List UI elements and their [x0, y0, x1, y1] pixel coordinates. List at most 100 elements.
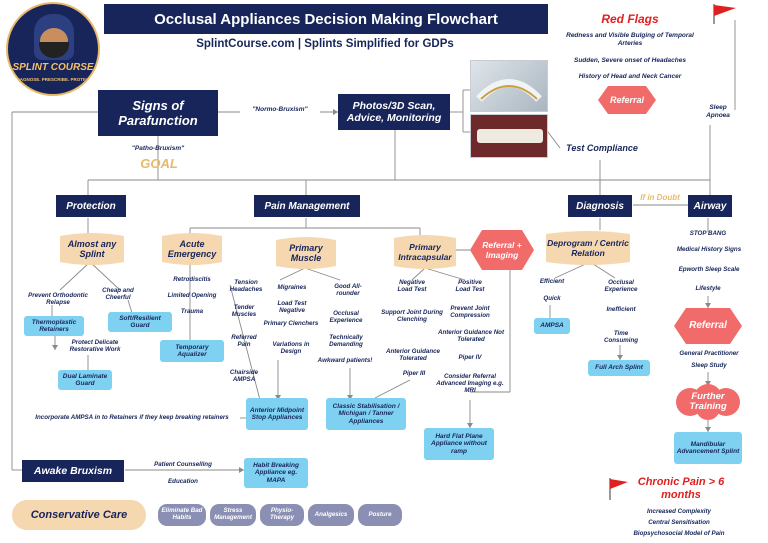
banner-shape [276, 237, 336, 269]
patho-bruxism-label: "Patho-Bruxism" [131, 145, 185, 152]
consider-referral-text: Consider Referral Advanced Imaging e.g. … [436, 373, 504, 395]
red-flag-item: Sudden, Severe onset of Headaches [574, 57, 686, 64]
variations-design-text: Variations in Design [272, 341, 310, 356]
red-flag-icon [712, 4, 740, 24]
almost-any-label: Almost any Splint [67, 239, 117, 259]
cheap-cheerful-text: Cheap and Cheerful [102, 287, 134, 302]
inefficient-text: Inefficient [606, 306, 636, 313]
negative-load-test-text: Negative Load Test [397, 279, 427, 294]
conservative-item-analgesics[interactable]: Analgesics [308, 504, 354, 526]
acute-label: Acute Emergency [167, 239, 217, 259]
deprogram-label: Deprogram / Centric Relation [547, 238, 629, 258]
referral-hexagon-shape [470, 230, 534, 270]
stop-bang-text: STOP BANG [689, 230, 727, 237]
conservative-item-physio[interactable]: Physio-Therapy [260, 504, 304, 526]
photos-scan-box[interactable]: Photos/3D Scan, Advice, Monitoring [338, 94, 450, 130]
prevent-compression-text: Prevent Joint Compression [450, 305, 490, 320]
anterior-guidance-not-tolerated-text: Anterior Guidance Not Tolerated [438, 329, 505, 344]
medical-history-text: Medical History Signs [676, 246, 742, 253]
diagnosis-box[interactable]: Diagnosis [568, 195, 632, 217]
goal-label: GOAL [140, 156, 178, 171]
teeth-image [470, 114, 548, 158]
migraines-text: Migraines [277, 284, 307, 291]
patient-counselling-text: Patient Counselling [154, 461, 212, 468]
chronic-pain-title: Chronic Pain > 6 months [637, 476, 725, 502]
if-in-doubt-label: If in Doubt [640, 193, 680, 202]
further-training-label: Further Training [689, 390, 727, 412]
red-flags-referral[interactable]: Referral [598, 86, 656, 114]
logo-text: SPLINT COURSE [12, 62, 94, 73]
protection-box[interactable]: Protection [56, 195, 126, 217]
anterior-midpoint-stop[interactable]: Anterior Midpoint Stop Appliances [246, 398, 308, 430]
thermoplastic-retainers[interactable]: Thermoplastic Retainers [24, 316, 84, 336]
further-training[interactable]: Further Training [672, 384, 744, 420]
conservative-item-posture[interactable]: Posture [358, 504, 402, 526]
pain-management-box[interactable]: Pain Management [254, 195, 360, 217]
support-joint-text: Support Joint During Clenching [381, 309, 443, 324]
dual-laminate-guard[interactable]: Dual Laminate Guard [58, 370, 112, 390]
primary-clenchers-text: Primary Clenchers [263, 320, 319, 327]
temporary-aqualizer[interactable]: Temporary Aqualizer [160, 340, 224, 362]
protect-delicate-text: Protect Delicate Restorative Work [69, 339, 121, 354]
red-flags-title: Red Flags [601, 12, 659, 26]
tension-headaches-text: Tension Headaches [229, 279, 263, 294]
good-allrounder-text: Good All-rounder [334, 283, 362, 298]
classic-stabilisation[interactable]: Classic Stabilisation / Michigan / Tanne… [326, 398, 406, 430]
conservative-item-eliminate[interactable]: Eliminate Bad Habits [158, 504, 206, 526]
page-subtitle: SplintCourse.com | Splints Simplified fo… [196, 38, 454, 50]
tender-muscles-text: Tender Muscles [231, 304, 257, 319]
load-test-negative-text: Load Test Negative [277, 300, 307, 315]
education-text: Education [168, 478, 198, 485]
full-arch-splint[interactable]: Full Arch Splint [588, 360, 650, 376]
splint-image [470, 60, 548, 112]
splint-course-logo: SPLINT COURSE DIAGNOSE. PRESCRIBE. PROTE… [6, 2, 100, 96]
ampsa-box[interactable]: AMPSA [534, 318, 570, 334]
technically-demanding-text: Technically Demanding [329, 334, 363, 349]
referral-label: Referral [609, 95, 645, 105]
primary-muscle[interactable]: Primary Muscle [276, 237, 336, 269]
airway-box[interactable]: Airway [688, 195, 732, 217]
referral-hexagon-shape [598, 86, 656, 114]
trauma-text: Trauma [180, 308, 204, 315]
soft-resilient-guard[interactable]: Soft/Resilient Guard [108, 312, 172, 332]
chairside-ampsa-text: Chairside AMPSA [229, 369, 259, 384]
red-flag-item: History of Head and Neck Cancer [578, 73, 682, 80]
retrodiscitis-text: Retrodiscitis [173, 276, 211, 283]
hard-flat-plane[interactable]: Hard Flat Plane Appliance without ramp [424, 428, 494, 460]
logo-beard [39, 42, 69, 58]
normo-bruxism-label: "Normo-Bruxism" [240, 106, 320, 114]
piper-iii-text: Piper III [402, 370, 426, 377]
epworth-text: Epworth Sleep Scale [678, 266, 740, 273]
lifestyle-text: Lifestyle [695, 285, 721, 292]
awake-bruxism-box[interactable]: Awake Bruxism [22, 460, 124, 482]
deprogram-centric[interactable]: Deprogram / Centric Relation [546, 231, 630, 265]
occlusal-experience-text: Occlusal Experience [329, 310, 363, 325]
primary-muscle-label: Primary Muscle [289, 243, 323, 263]
conservative-item-stress[interactable]: Stress Management [210, 504, 256, 526]
acute-emergency[interactable]: Acute Emergency [162, 233, 222, 265]
almost-any-splint[interactable]: Almost any Splint [60, 233, 124, 265]
sleep-apnoea-label: Sleep Apnoea [706, 104, 730, 119]
banner-shape [162, 233, 222, 265]
referral-imaging[interactable]: Referral + Imaging [470, 230, 534, 270]
mandibular-advancement-splint[interactable]: Mandibular Advancement Splint [674, 432, 742, 464]
test-compliance[interactable]: Test Compliance [566, 143, 638, 153]
signs-of-parafunction[interactable]: Signs of Parafunction [98, 90, 218, 136]
chronic-pain-item: Biopsychosocial Model of Pain [633, 530, 725, 537]
habit-breaking-appliance[interactable]: Habit Breaking Appliance eg. MAPA [244, 458, 308, 488]
time-consuming-text: Time Consuming [603, 330, 639, 345]
deprogram-occlusal-experience-text: Occlusal Experience [604, 279, 638, 294]
airway-referral-label: Referral [689, 320, 727, 331]
limited-opening-text: Limited Opening [167, 292, 217, 299]
airway-referral[interactable]: Referral [674, 308, 742, 344]
referral-imaging-label: Referral + Imaging [482, 240, 522, 260]
conservative-care[interactable]: Conservative Care [12, 500, 146, 530]
quick-text: Quick [543, 295, 561, 302]
piper-iv-text: Piper IV [458, 354, 482, 361]
awkward-patients-text: Awkward patients! [317, 357, 373, 364]
chronic-pain-item: Central Sensitisation [648, 519, 710, 526]
primary-intracapsular[interactable]: Primary Intracapsular [394, 235, 456, 269]
chronic-pain-flag-icon [608, 478, 632, 500]
banner-shape [394, 235, 456, 269]
